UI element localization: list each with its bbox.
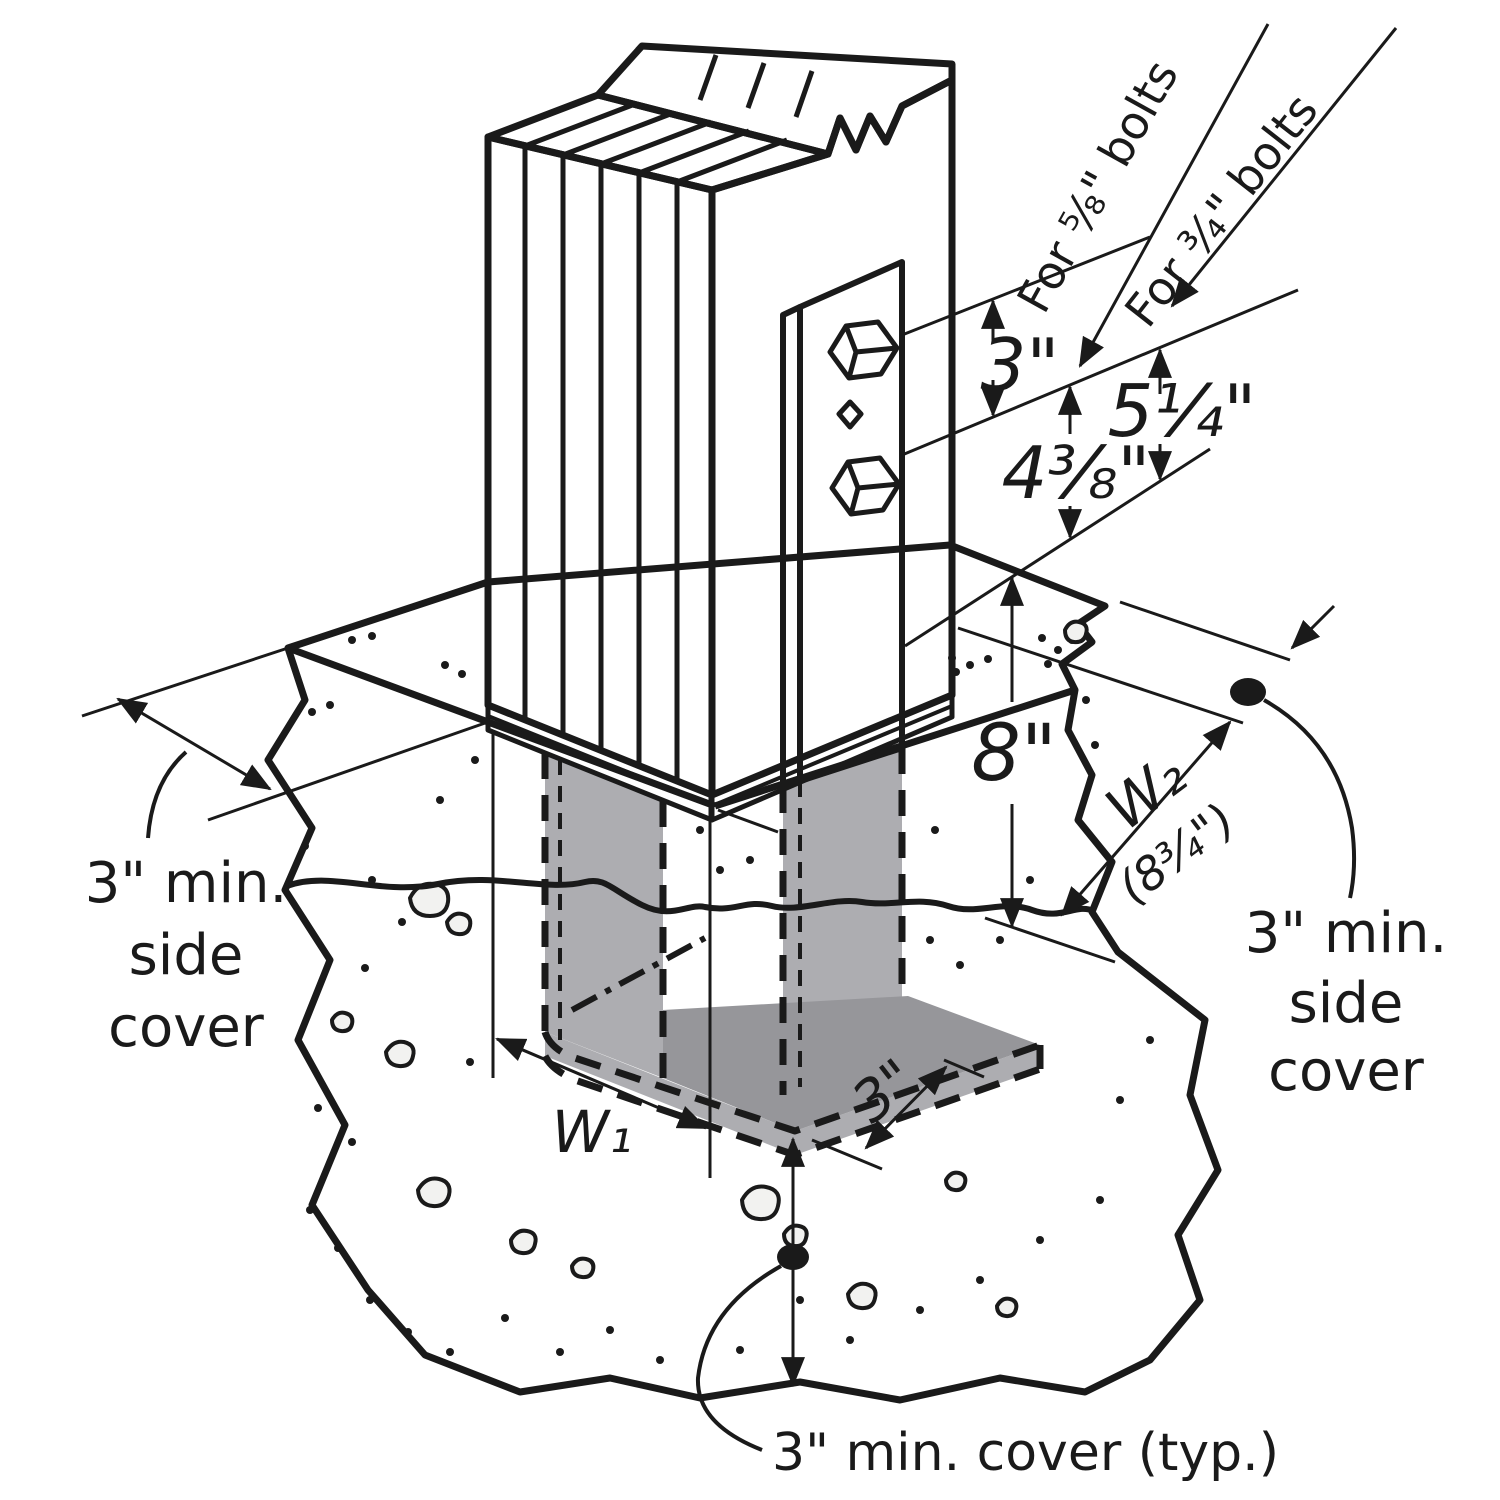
post-top-break-band (594, 42, 956, 158)
leader-dot-right (1230, 678, 1266, 706)
dimension-bolt-spacing: 3" (981, 298, 1060, 418)
bolt-spacing-label: 3" (981, 323, 1060, 407)
dimension-embedment: 8" (971, 575, 1116, 964)
side-cover-left-line3: cover (108, 995, 265, 1060)
side-cover-left-line1: 3" min. (85, 851, 288, 916)
dimension-w1: W₁ (491, 732, 712, 1178)
concrete-edge-extension-left (81, 646, 289, 718)
lower-bolt-small-label: 4⅜" (1002, 431, 1151, 515)
leader-curve-right (1263, 698, 1357, 899)
side-cover-right: 3" min. side cover (1119, 600, 1448, 1104)
seat-bend-centerline (570, 935, 707, 1013)
dimension-lower-bolt-large: 5¼" (1108, 347, 1257, 482)
side-cover-left: 3" min. side cover (81, 646, 489, 1060)
w1-label: W₁ (552, 1098, 633, 1166)
leader-curve-bottom (695, 1264, 782, 1452)
hex-bolt-upper (827, 319, 900, 381)
concrete-body (264, 541, 1222, 1404)
side-cover-left-line2: side (129, 923, 244, 988)
seat-plate-inner-line (487, 704, 953, 808)
concrete-footing (264, 541, 1222, 1404)
lower-bolt-large-label: 5¼" (1108, 369, 1257, 453)
bracket-seat-top (663, 996, 1040, 1131)
strap-thickness-hidden-lines (558, 759, 802, 1087)
embedded-bracket-ghost (541, 748, 1044, 1159)
dimensions: 3" 4⅜" 5¼" For ⅝" bolts For ¾" bolts 8" (81, 23, 1448, 1483)
small-bolt-leader-line (1078, 23, 1270, 368)
left-strap-hidden-outline (541, 753, 667, 1078)
post-face-extension-left (207, 720, 489, 822)
left-strap-hidden (545, 753, 663, 1078)
post-corner-extension (717, 808, 779, 834)
w2-upper-extension (957, 626, 1244, 725)
side-cover-right-line1: 3" min. (1245, 901, 1448, 966)
bottom-cover-label: 3" min. cover (typ.) (772, 1423, 1279, 1483)
embedment-label: 8" (971, 709, 1057, 799)
seat-back-extension (943, 1058, 985, 1079)
upper-bolt-extension-line (901, 235, 1151, 337)
steel-strap (780, 259, 905, 791)
seat-front-extension (811, 1138, 883, 1171)
diamond-hole (836, 399, 864, 430)
post-right-face (708, 76, 956, 799)
dimension-bottom-cover: 3" min. cover (typ.) (695, 1136, 1279, 1483)
side-cover-right-line3: cover (1268, 1039, 1425, 1104)
wood-post (484, 42, 956, 799)
strap-face (797, 259, 905, 784)
leader-dot-bottom (777, 1244, 809, 1270)
large-bolt-leader-line (1170, 27, 1398, 308)
post-laminations (522, 54, 815, 781)
dimension-lower-bolt-small: 4⅜" (1002, 384, 1151, 540)
concrete-top-datum-line (904, 447, 1211, 648)
lower-bolt-extension-line (901, 288, 1299, 457)
side-cover-right-line2: side (1289, 971, 1404, 1036)
embedment-bottom-datum (984, 916, 1116, 964)
right-strap-hidden-outline (779, 748, 906, 1095)
leader-curve-left (146, 750, 188, 839)
bolt-size-notes: For ⅝" bolts For ¾" bolts (1006, 23, 1398, 368)
concrete-edge-extension-right (1119, 600, 1291, 662)
hex-bolt-lower (829, 455, 902, 517)
concrete-crack-line (285, 877, 1096, 917)
